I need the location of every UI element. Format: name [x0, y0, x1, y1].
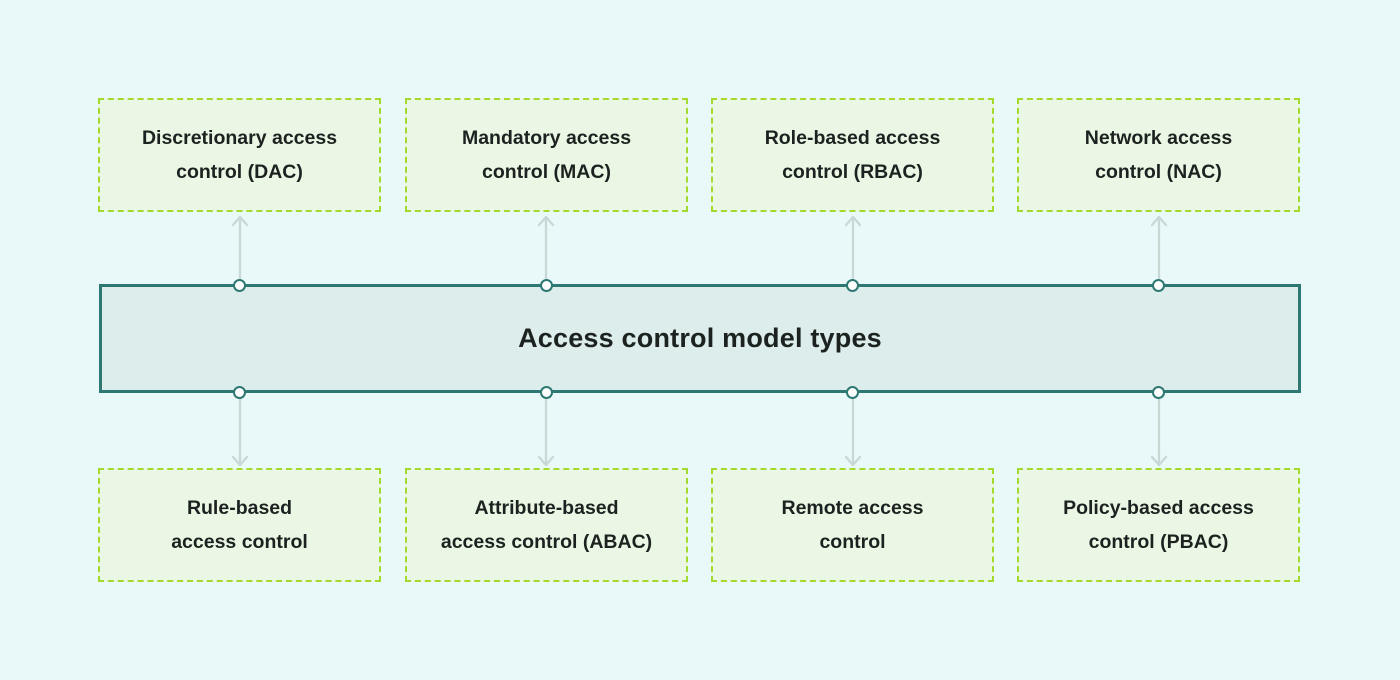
- model-box-nac: Network access control (NAC): [1017, 98, 1300, 212]
- arrow-up-icon: [231, 215, 249, 280]
- connector-port: [1152, 279, 1165, 292]
- model-box-mac-line1: Mandatory access: [461, 127, 632, 149]
- arrow-down-icon: [537, 396, 555, 467]
- connector-port: [846, 386, 859, 399]
- connector-port: [233, 279, 246, 292]
- model-box-mac: Mandatory access control (MAC): [405, 98, 688, 212]
- model-box-pbac-line2: control (PBAC): [1088, 531, 1229, 553]
- model-box-remote: Remote access control: [711, 468, 994, 582]
- model-box-abac-line2: access control (ABAC): [440, 531, 653, 553]
- model-box-abac: Attribute-based access control (ABAC): [405, 468, 688, 582]
- model-box-pbac: Policy-based access control (PBAC): [1017, 468, 1300, 582]
- arrow-down-icon: [844, 396, 862, 467]
- arrow-up-icon: [537, 215, 555, 280]
- model-box-rule-based-line1: Rule-based: [186, 497, 293, 519]
- model-box-rbac-line2: control (RBAC): [782, 161, 923, 183]
- model-box-rbac-line1: Role-based access: [764, 127, 941, 149]
- model-box-rule-based: Rule-based access control: [98, 468, 381, 582]
- model-box-remote-line1: Remote access: [781, 497, 924, 519]
- connector-port: [233, 386, 246, 399]
- model-box-nac-line2: control (NAC): [1095, 161, 1222, 183]
- model-box-rule-based-line2: access control: [171, 531, 308, 553]
- connector-port: [540, 386, 553, 399]
- model-box-dac-line2: control (DAC): [176, 161, 303, 183]
- connector-port: [540, 279, 553, 292]
- arrow-up-icon: [844, 215, 862, 280]
- model-box-dac: Discretionary access control (DAC): [98, 98, 381, 212]
- connector-port: [1152, 386, 1165, 399]
- arrow-down-icon: [231, 396, 249, 467]
- model-box-rbac: Role-based access control (RBAC): [711, 98, 994, 212]
- arrow-down-icon: [1150, 396, 1168, 467]
- center-box: Access control model types: [99, 284, 1301, 393]
- arrow-up-icon: [1150, 215, 1168, 280]
- model-box-remote-line2: control: [819, 531, 886, 553]
- model-box-nac-line1: Network access: [1084, 127, 1233, 149]
- model-box-pbac-line1: Policy-based access: [1063, 497, 1254, 519]
- connector-port: [846, 279, 859, 292]
- model-box-mac-line2: control (MAC): [482, 161, 611, 183]
- model-box-abac-line1: Attribute-based: [474, 497, 619, 519]
- diagram-title: Access control model types: [518, 323, 882, 353]
- model-box-dac-line1: Discretionary access: [141, 127, 338, 149]
